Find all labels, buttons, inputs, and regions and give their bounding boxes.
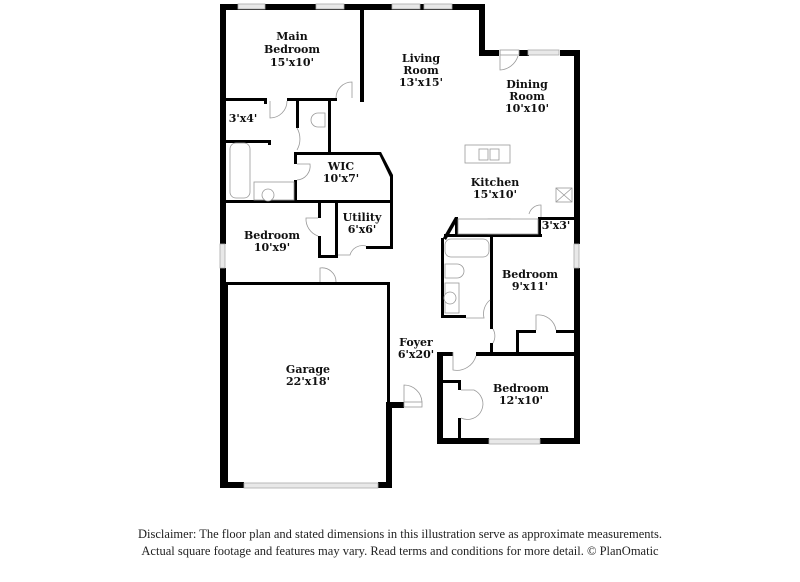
toilet-icon bbox=[310, 112, 326, 128]
svg-text:Foyer: Foyer bbox=[399, 336, 433, 349]
room-bedroom-12x10: Bedroom 12'x10' bbox=[493, 382, 549, 407]
svg-text:6'x20': 6'x20' bbox=[398, 348, 434, 361]
svg-text:Room: Room bbox=[403, 64, 439, 77]
svg-text:9'x11': 9'x11' bbox=[512, 280, 548, 293]
disclaimer: Disclaimer: The floor plan and stated di… bbox=[0, 526, 800, 560]
room-bedroom-10x9: Bedroom 10'x9' bbox=[244, 229, 300, 254]
svg-text:10'x7': 10'x7' bbox=[323, 172, 359, 185]
doors bbox=[269, 49, 557, 420]
room-foyer: Foyer 6'x20' bbox=[398, 336, 434, 361]
room-pantry-3x3: 3'x3' bbox=[542, 219, 571, 232]
svg-text:Bedroom: Bedroom bbox=[244, 229, 300, 242]
room-utility: Utility 6'x6' bbox=[343, 211, 382, 236]
svg-text:12'x10': 12'x10' bbox=[499, 394, 543, 407]
svg-text:15'x10': 15'x10' bbox=[270, 56, 314, 69]
interior-walls bbox=[226, 4, 576, 440]
svg-text:10'x10': 10'x10' bbox=[505, 102, 549, 115]
windows bbox=[219, 3, 580, 489]
svg-text:Utility: Utility bbox=[343, 211, 382, 224]
svg-text:13'x15': 13'x15' bbox=[399, 76, 443, 89]
svg-text:Bedroom: Bedroom bbox=[493, 382, 549, 395]
svg-text:6'x6': 6'x6' bbox=[348, 223, 377, 236]
room-main-bedroom: Main Bedroom 15'x10' bbox=[264, 30, 320, 69]
svg-text:WIC: WIC bbox=[327, 160, 354, 173]
svg-text:3'x4': 3'x4' bbox=[229, 112, 258, 125]
svg-text:Bedroom: Bedroom bbox=[264, 43, 320, 56]
room-kitchen: Kitchen 15'x10' bbox=[471, 176, 520, 201]
disclaimer-line-1: Disclaimer: The floor plan and stated di… bbox=[138, 527, 662, 541]
room-bedroom-9x11: Bedroom 9'x11' bbox=[502, 268, 558, 293]
sink-icon bbox=[253, 181, 295, 201]
bathtub-icon bbox=[229, 142, 251, 199]
room-labels: Main Bedroom 15'x10' Living Room 13'x15'… bbox=[229, 30, 571, 407]
svg-text:Room: Room bbox=[509, 90, 545, 103]
svg-text:3'x3': 3'x3' bbox=[542, 219, 571, 232]
svg-text:Bedroom: Bedroom bbox=[502, 268, 558, 281]
svg-text:Kitchen: Kitchen bbox=[471, 176, 520, 189]
room-wic: WIC 10'x7' bbox=[323, 160, 359, 185]
svg-text:Dining: Dining bbox=[506, 78, 548, 91]
toilet-icon bbox=[444, 263, 465, 279]
svg-text:Living: Living bbox=[402, 52, 440, 65]
fixtures bbox=[229, 112, 573, 314]
disclaimer-line-2: Actual square footage and features may v… bbox=[141, 544, 659, 558]
svg-text:22'x18': 22'x18' bbox=[286, 375, 330, 388]
floor-plan: Main Bedroom 15'x10' Living Room 13'x15'… bbox=[219, 3, 580, 489]
svg-text:15'x10': 15'x10' bbox=[473, 188, 517, 201]
bathtub-icon bbox=[444, 238, 490, 258]
svg-text:10'x9': 10'x9' bbox=[254, 241, 290, 254]
svg-text:Garage: Garage bbox=[286, 363, 330, 376]
room-closet-3x4: 3'x4' bbox=[229, 112, 258, 125]
exterior-walls bbox=[220, 4, 580, 488]
svg-text:Main: Main bbox=[276, 30, 307, 43]
room-dining-room: Dining Room 10'x10' bbox=[505, 78, 549, 115]
room-garage: Garage 22'x18' bbox=[286, 363, 330, 388]
room-living-room: Living Room 13'x15' bbox=[399, 52, 443, 89]
